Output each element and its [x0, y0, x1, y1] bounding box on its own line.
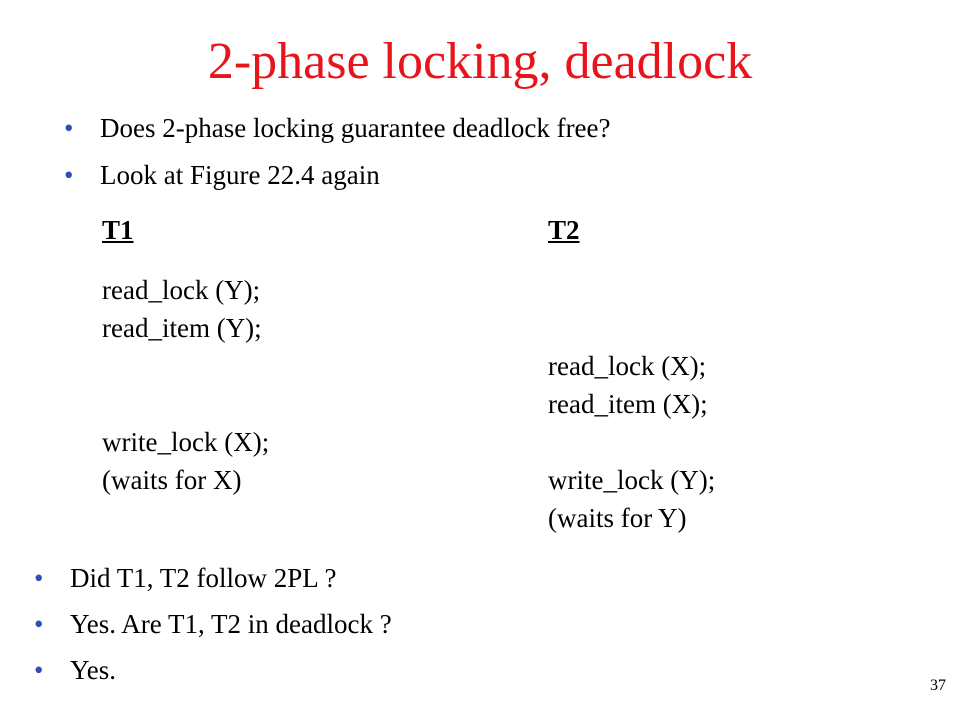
bullet-dot-icon: •	[64, 160, 74, 190]
bullet-dot-icon: •	[64, 113, 74, 143]
bullet-item: • Yes.	[34, 654, 392, 700]
top-bullet-list: • Does 2-phase locking guarantee deadloc…	[64, 112, 611, 206]
bullet-text: Yes. Are T1, T2 in deadlock ?	[70, 609, 392, 639]
bullet-dot-icon: •	[34, 609, 44, 639]
bullet-dot-icon: •	[34, 655, 44, 685]
bullet-item: • Look at Figure 22.4 again	[64, 159, 611, 206]
page-number: 37	[930, 677, 946, 694]
t1-step: read_lock (Y);	[102, 275, 261, 305]
t2-step: write_lock (Y);	[548, 465, 716, 495]
t2-step: read_item (X);	[548, 389, 708, 419]
bullet-dot-icon: •	[34, 563, 44, 593]
t1-column-header: T1	[102, 215, 134, 245]
bottom-bullet-list: • Did T1, T2 follow 2PL ? • Yes. Are T1,…	[34, 562, 392, 700]
t2-step: (waits for Y)	[548, 503, 687, 533]
t1-step: write_lock (X);	[102, 427, 270, 457]
t1-step: read_item (Y);	[102, 313, 262, 343]
bullet-item: • Does 2-phase locking guarantee deadloc…	[64, 112, 611, 159]
slide-title: 2-phase locking, deadlock	[207, 33, 753, 90]
t2-step: read_lock (X);	[548, 351, 707, 381]
bullet-text: Yes.	[70, 655, 117, 685]
t1-step: (waits for X)	[102, 465, 242, 495]
bullet-item: • Yes. Are T1, T2 in deadlock ?	[34, 608, 392, 654]
t2-column-header: T2	[548, 215, 580, 245]
bullet-text: Did T1, T2 follow 2PL ?	[70, 563, 337, 593]
bullet-text: Does 2-phase locking guarantee deadlock …	[100, 113, 611, 143]
bullet-text: Look at Figure 22.4 again	[100, 160, 380, 190]
bullet-item: • Did T1, T2 follow 2PL ?	[34, 562, 392, 608]
